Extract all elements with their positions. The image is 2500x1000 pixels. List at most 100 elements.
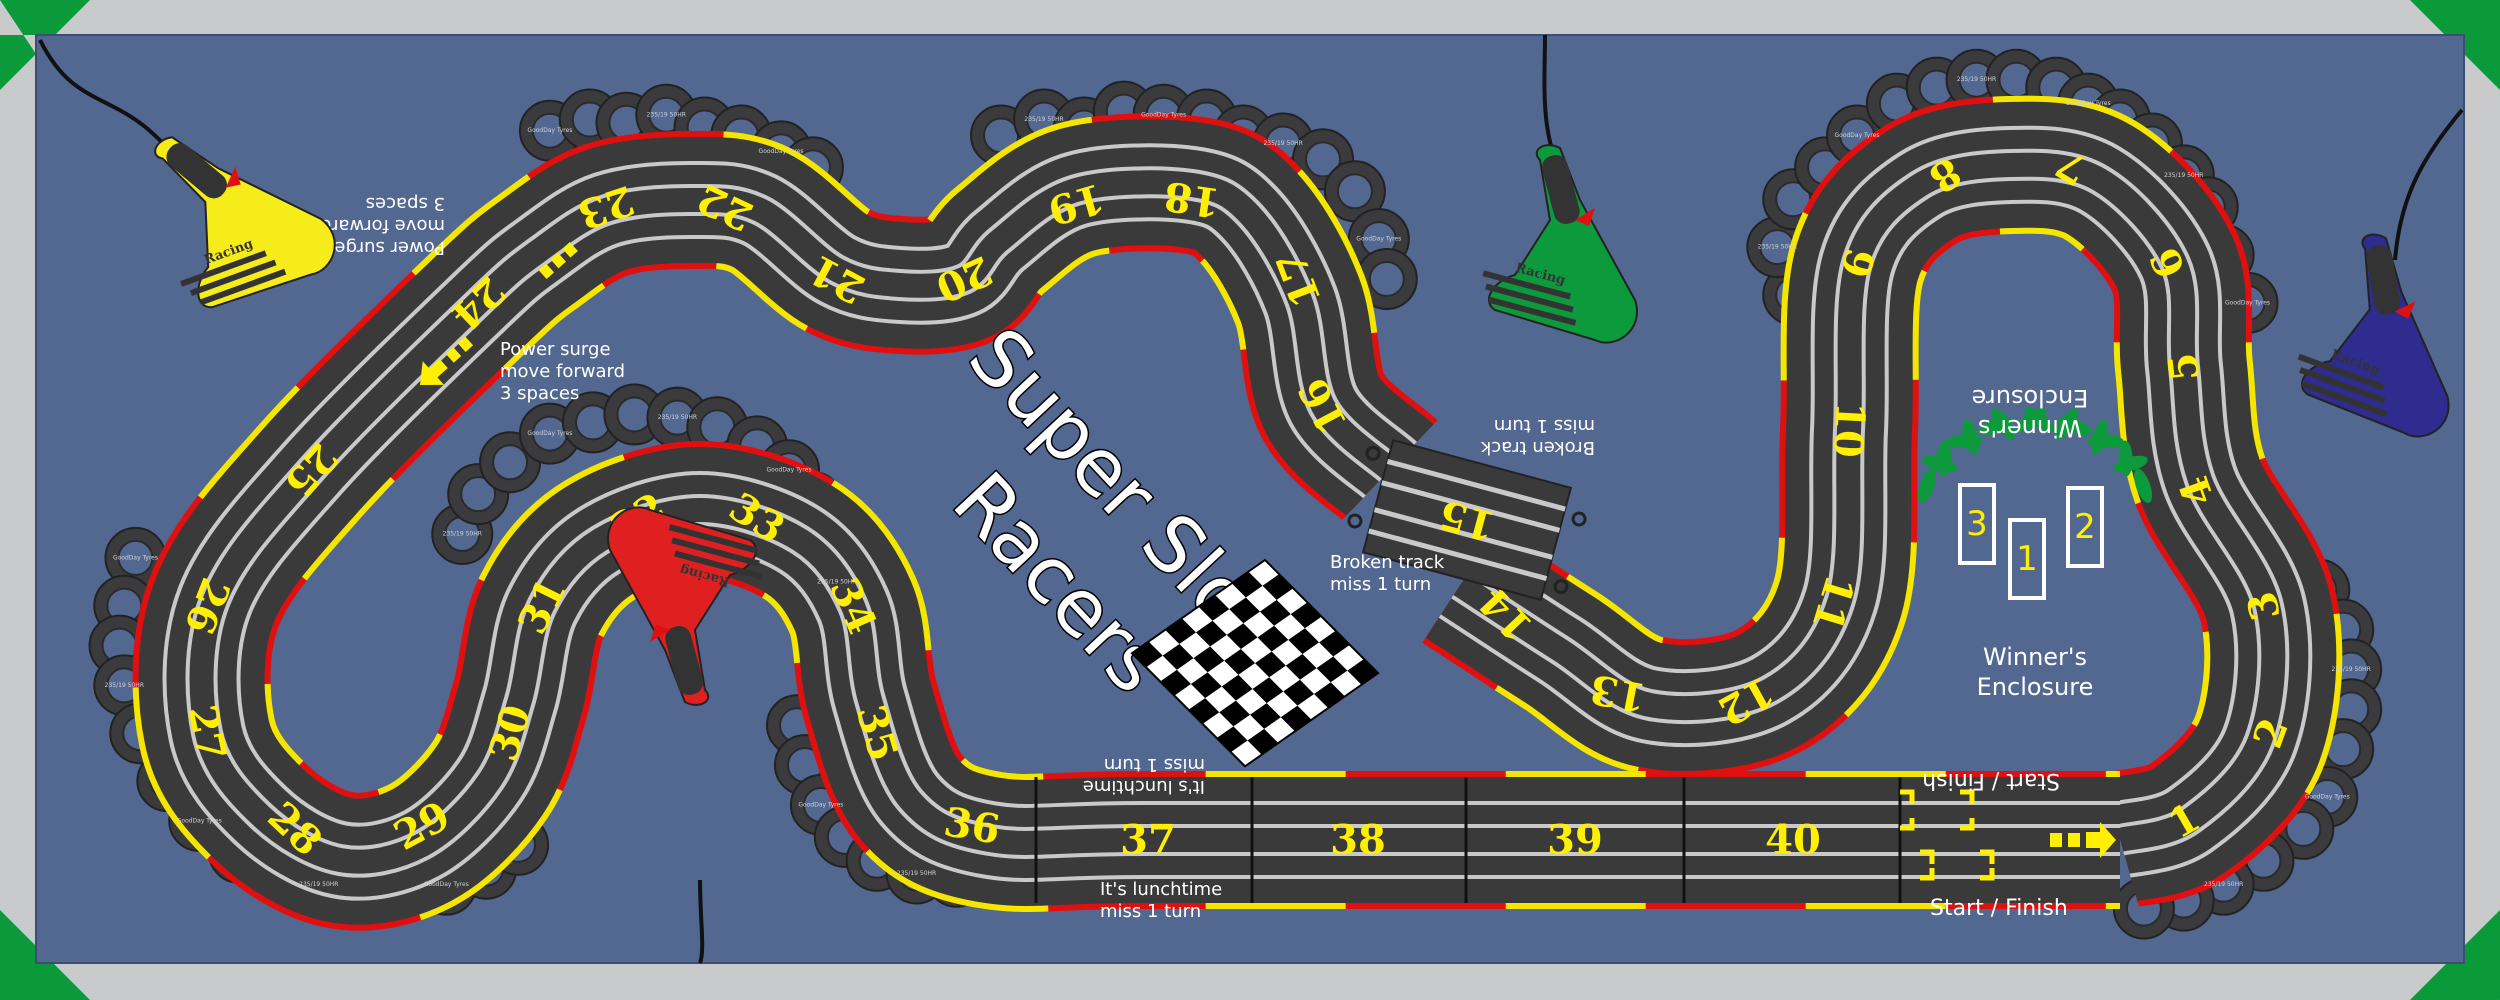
- note-line: Power surge: [334, 237, 445, 258]
- start-finish-label-inverted: Start / Finish: [1922, 768, 2060, 793]
- note-line: miss 1 turn: [1104, 754, 1205, 775]
- tyre-label: 235/19 50HR: [299, 881, 338, 888]
- tyre-label: 235/19 50HR: [647, 111, 686, 118]
- red-controller[interactable]: Racing: [607, 506, 763, 706]
- track-number-36: 36: [941, 798, 1004, 854]
- yellow-cord: [38, 39, 177, 157]
- note-line: Broken track: [1330, 552, 1445, 573]
- tyre-label: GoodDay Tyres: [527, 430, 572, 437]
- tyre-label: GoodDay Tyres: [2066, 100, 2111, 107]
- tyre-icon: [1323, 160, 1386, 223]
- broken-track-piece-15: 15: [1347, 438, 1587, 602]
- track-number-13: 13: [1586, 665, 1649, 722]
- track-number-27: 27: [178, 701, 235, 765]
- red-cord: [698, 879, 705, 964]
- trigger-icon: [2394, 301, 2416, 319]
- track-number-40: 40: [1765, 817, 1821, 864]
- tyre-label: GoodDay Tyres: [1141, 111, 1186, 118]
- note-line: Broken track: [1480, 437, 1595, 458]
- track-number-10: 10: [1824, 401, 1874, 459]
- tyre-label: GoodDay Tyres: [2225, 299, 2270, 306]
- note-line: miss 1 turn: [1494, 415, 1595, 436]
- note-line: miss 1 turn: [1100, 901, 1201, 922]
- note-line: move forward: [500, 361, 625, 382]
- tyre-label: GoodDay Tyres: [798, 801, 843, 808]
- tyre-label: GoodDay Tyres: [424, 881, 469, 888]
- winners-label-line-inverted: Enclosure: [1972, 384, 2089, 412]
- start-arrow-icon: [2050, 822, 2116, 858]
- winners-label-line: Enclosure: [1977, 673, 2094, 701]
- checkered-flag-icon: [1130, 558, 1380, 768]
- yellow-controller[interactable]: Racing: [107, 91, 347, 341]
- tyre-label: GoodDay Tyres: [177, 817, 222, 824]
- track-number-39: 39: [1547, 817, 1603, 864]
- tyre-label: GoodDay Tyres: [759, 148, 804, 155]
- start-finish-label: Start / Finish: [1930, 896, 2068, 921]
- podium-third-label: 3: [1966, 504, 1988, 544]
- tyre-label: 235/19 50HR: [2164, 172, 2203, 179]
- podium-first: [2008, 518, 2046, 600]
- note-line: Power surge: [500, 339, 611, 360]
- laurel-wreath-icon: [1917, 407, 2153, 503]
- tyre-label: GoodDay Tyres: [2305, 794, 2350, 801]
- grip-icon: [2366, 245, 2401, 315]
- green-controller[interactable]: Racing: [1482, 144, 1638, 344]
- trigger-icon: [225, 166, 241, 188]
- track-number-38: 38: [1330, 817, 1386, 864]
- tyre-label: GoodDay Tyres: [767, 467, 812, 474]
- tyre-label: 235/19 50HR: [2204, 881, 2243, 888]
- tyre-label: 235/19 50HR: [897, 870, 936, 877]
- start-grid-markings: [1900, 789, 1995, 881]
- tyre-label: 235/19 50HR: [1758, 244, 1797, 251]
- podium-third: [1958, 483, 1996, 565]
- note-broken-track: Broken track miss 1 turn: [1330, 552, 1445, 595]
- track-number-5: 5: [2159, 350, 2209, 383]
- grip-icon: [166, 143, 227, 199]
- lane: [1453, 152, 2286, 852]
- controller-cords: [38, 34, 2464, 964]
- tyre-icon: [104, 526, 167, 589]
- tyre-icon: [1355, 247, 1418, 310]
- tyre-label: 235/19 50HR: [658, 414, 697, 421]
- tyre-label: 235/19 50HR: [2331, 666, 2370, 673]
- note-line: 3 spaces: [500, 383, 579, 404]
- winners-enclosure: 3 1 2 Winner's Enclosure Winner's Enclos…: [1917, 384, 2153, 701]
- note-line: It's lunchtime: [1083, 776, 1205, 797]
- podium-second: [2066, 486, 2104, 568]
- grip-icon: [665, 626, 704, 695]
- blue-cord: [2393, 108, 2464, 261]
- podium-second-label: 2: [2074, 507, 2096, 547]
- trigger-icon: [650, 624, 670, 642]
- tyre-label: 235/19 50HR: [1957, 76, 1996, 83]
- tyre-label: 235/19 50HR: [1263, 140, 1302, 147]
- lane: [189, 170, 2120, 874]
- note-lunchtime: It's lunchtime miss 1 turn: [1100, 879, 1222, 922]
- tyre-label: 235/19 50HR: [105, 682, 144, 689]
- winners-label-line: Winner's: [1983, 643, 2087, 671]
- tyre-label: 235/19 50HR: [443, 530, 482, 537]
- track-number-18: 18: [1161, 172, 1223, 226]
- note-line: It's lunchtime: [1100, 879, 1222, 900]
- power-surge-arrow-icon: [420, 242, 578, 385]
- note-line: 3 spaces: [366, 193, 445, 214]
- tyre-label: GoodDay Tyres: [113, 554, 158, 561]
- note-power-surge: Power surge move forward 3 spaces: [500, 339, 625, 404]
- note-power-surge-inverted: Power surge move forward 3 spaces: [320, 193, 445, 258]
- winners-label-line-inverted: Winner's: [1978, 414, 2082, 442]
- podium-first-label: 1: [2016, 539, 2038, 579]
- note-line: move forward: [320, 215, 445, 236]
- track-number-37: 37: [1120, 817, 1176, 864]
- tyre-label: 235/19 50HR: [1024, 116, 1063, 123]
- tyre-label: 235/19 50HR: [817, 578, 856, 585]
- note-line: miss 1 turn: [1330, 574, 1431, 595]
- trigger-icon: [1575, 208, 1595, 226]
- blue-controller[interactable]: Racing: [2292, 229, 2463, 439]
- note-lunchtime-inverted: It's lunchtime miss 1 turn: [1083, 754, 1205, 797]
- tyre-label: GoodDay Tyres: [1356, 236, 1401, 243]
- tyre-label: GoodDay Tyres: [1835, 132, 1880, 139]
- tyre-label: GoodDay Tyres: [527, 127, 572, 134]
- grip-icon: [1541, 155, 1580, 224]
- race-track: [132, 95, 2343, 931]
